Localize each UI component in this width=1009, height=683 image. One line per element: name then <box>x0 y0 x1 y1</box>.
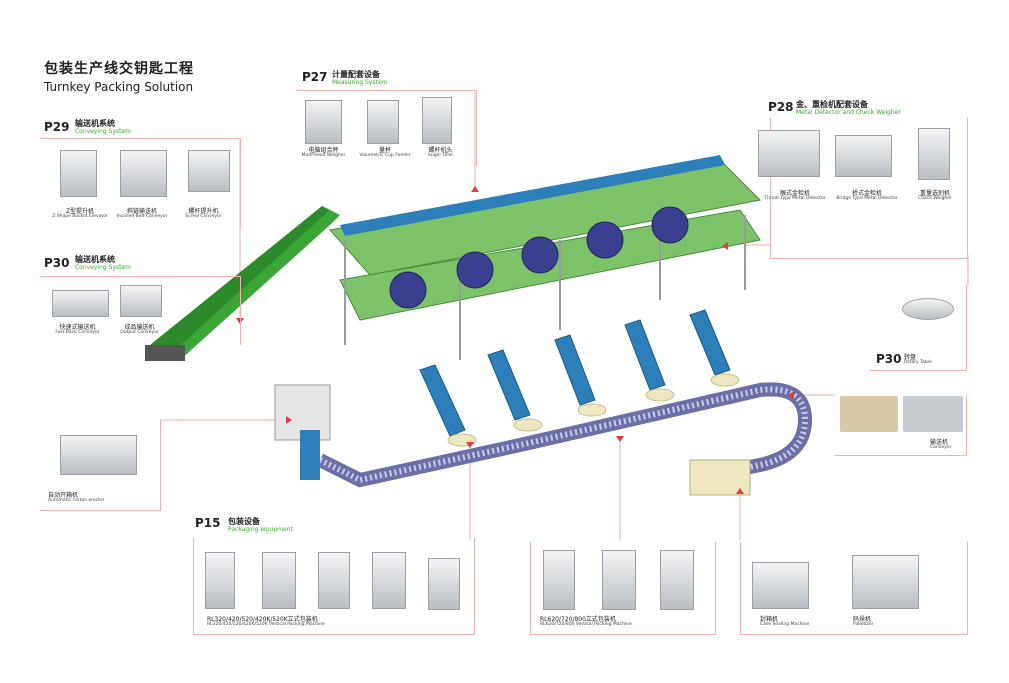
palletizer-image <box>852 555 919 609</box>
p30a-item2-en: Output Conveyor <box>120 330 159 335</box>
vertical-packer-3-image <box>318 552 350 609</box>
p15-group2-en: RL620/720/800 Vertical Packing Machine <box>540 622 632 627</box>
carton-frame <box>40 420 161 511</box>
p29-item2-en: Inclined Belt Conveyor <box>116 214 168 219</box>
p29-page: P29 <box>44 120 70 134</box>
conveyor-frame <box>835 395 967 456</box>
vertical-packer-4-image <box>372 552 406 609</box>
p15-page: P15 <box>195 516 221 530</box>
p30b-page: P30 <box>876 352 902 366</box>
case-sealer-image <box>752 562 809 609</box>
conveyor-cn: 输送机 <box>930 439 949 446</box>
inclined-belt-conveyor-image <box>120 150 167 197</box>
p27-item3-en: Auger Filler <box>427 153 454 158</box>
bridge-metal-detector-image <box>835 135 892 177</box>
p30b-frame <box>870 284 967 371</box>
p29-title-cn: 输送机系统 <box>75 119 115 128</box>
p27-title-cn: 计量配套设备 <box>332 70 380 79</box>
p28-frame <box>770 118 968 259</box>
auger-filler-image <box>422 97 452 144</box>
p28-item1-cn: 喉式金检机 <box>779 190 810 197</box>
p30a-page: P30 <box>44 256 70 270</box>
p29-item1-en: Z Shape Bucket Elevator <box>52 214 108 219</box>
rotary-table-image <box>902 298 954 320</box>
vertical-packer-7-image <box>602 550 636 610</box>
p29-item2-cn: 斜链输送机 <box>126 208 157 215</box>
case-frame <box>740 542 968 635</box>
p15-group2-cn: RL620/720/800立式包装机 <box>540 616 616 623</box>
p29-frame <box>40 138 241 227</box>
p15-group1-en: RL320/420/520/420K/520K Vertical Packing… <box>207 622 325 627</box>
vertical-packer-5-image <box>428 558 460 610</box>
z-bucket-elevator-image <box>60 150 97 197</box>
p29-title-en: Conveying System <box>75 128 132 135</box>
p29-item3-en: Screw Conveyor <box>185 214 222 219</box>
p27-item1-en: Multi-head Weigher <box>301 153 346 158</box>
p30a-item2-cn: 成品输送机 <box>124 324 155 331</box>
packing-conveyors <box>419 309 731 437</box>
p28-item3-en: Check Weigher <box>918 196 952 201</box>
p30a-item1-cn: 快速式输送机 <box>59 324 96 331</box>
carton-erector-image <box>60 435 137 475</box>
p28-title-cn: 金、重检机配套设备 <box>796 100 868 109</box>
p29-item1-cn: Z型提升机 <box>65 208 95 215</box>
p28-item2-en: Bridge Type Metal Detector <box>836 196 898 201</box>
conveyor-photo-2 <box>903 396 963 432</box>
vertical-packer-2-image <box>262 552 296 609</box>
p30b-en: Rotary Table <box>904 360 932 365</box>
p27-item2-cn: 量杯 <box>378 147 391 154</box>
p27-page: P27 <box>302 70 328 84</box>
p30a-item1-en: Fast Back Conveyor <box>55 330 100 335</box>
conveyor-photo-1 <box>840 396 898 432</box>
multihead-weighers <box>389 206 689 309</box>
p15-frame-2 <box>530 542 716 635</box>
pallet-cn: 码垛机 <box>853 616 872 623</box>
vertical-packer-6-image <box>543 550 575 610</box>
p30b-cn: 转盘 <box>904 354 917 361</box>
vertical-packer-8-image <box>660 550 694 610</box>
p28-page: P28 <box>768 100 794 114</box>
carton-cn: 自动开箱机 <box>48 492 79 499</box>
vertical-packer-1-image <box>205 552 235 609</box>
screw-conveyor-image <box>188 150 230 192</box>
page-title-cn: 包装生产线交钥匙工程 <box>44 61 194 77</box>
multihead-weigher-image <box>305 100 342 144</box>
carton-en: Automatic carton erector <box>48 498 105 503</box>
fast-back-conveyor-image <box>52 290 109 317</box>
pallet-en: Palletizer <box>853 622 874 627</box>
p28-item1-en: Throat Type Metal Detector <box>764 196 826 201</box>
output-conveyor-image <box>120 285 162 317</box>
conveyor-en: Conveyor <box>930 445 952 450</box>
p15-group1-cn: RL320/420/520/420K/520K立式包装机 <box>207 616 318 623</box>
page-title-en: Turnkey Packing Solution <box>44 80 194 94</box>
p30a-title-en: Conveying System <box>75 264 132 271</box>
p15-title-en: Packaging equipment <box>228 526 293 533</box>
output-discs <box>447 373 740 447</box>
p27-title-en: Measuring System <box>332 79 388 86</box>
throat-metal-detector-image <box>758 130 820 177</box>
p27-item2-en: Volumetric Cup Feeder <box>359 153 411 158</box>
p30a-frame <box>40 276 241 345</box>
callout-markers <box>236 186 794 494</box>
p27-frame <box>296 90 477 166</box>
p27-item3-cn: 螺杆机头 <box>428 147 453 154</box>
p27-item1-cn: 电脑组合秤 <box>308 147 339 154</box>
p28-title-en: Metal Detector and Check Weigher <box>796 109 901 116</box>
p28-item2-cn: 桥式金检机 <box>851 190 882 197</box>
case-en: Case Sealing Machine <box>760 622 810 627</box>
volumetric-cup-feeder-image <box>367 100 399 144</box>
p15-title-cn: 包装设备 <box>228 517 260 526</box>
p15-frame-1 <box>193 538 475 635</box>
p29-item3-cn: 螺杆提升机 <box>188 208 219 215</box>
case-cn: 封箱机 <box>760 616 779 623</box>
p30a-title-cn: 输送机系统 <box>75 255 115 264</box>
p28-item3-cn: 重量选别机 <box>919 190 950 197</box>
check-weigher-image <box>918 128 950 180</box>
